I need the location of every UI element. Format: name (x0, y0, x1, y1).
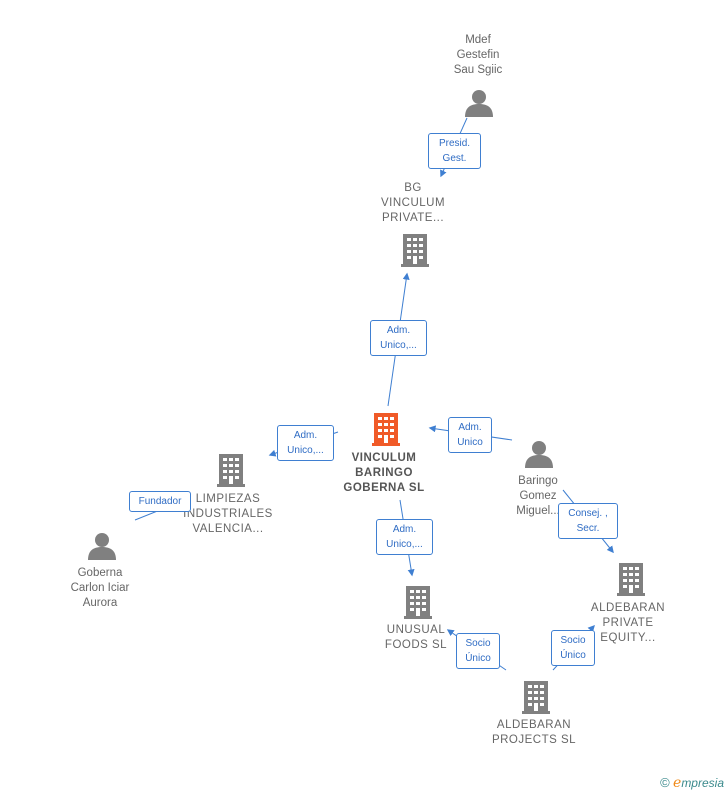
node-label-bg-vinculum[interactable]: BG VINCULUM PRIVATE... (380, 182, 446, 224)
person-icon (525, 441, 553, 468)
edge-label-fundador: Fundador (129, 491, 191, 512)
building-icon (401, 234, 429, 267)
brand-name: mpresia (681, 776, 724, 790)
node-label-mdef[interactable]: Mdef Gestefin Sau Sgiic (453, 34, 503, 76)
node-label-limpiezas[interactable]: LIMPIEZAS INDUSTRIALES VALENCIA... (183, 493, 273, 535)
edge-label-consej-secr: Consej. , Secr. (558, 503, 618, 539)
node-label-aldebaran-private-equity[interactable]: ALDEBARAN PRIVATE EQUITY... (590, 602, 666, 644)
brand-e: e (673, 775, 682, 791)
edge-label-adm-unico: Adm. Unico,... (376, 519, 433, 555)
edge-label-adm-unico: Adm. Unico,... (277, 425, 334, 461)
edge-label-socio-unico: Socio Único (456, 633, 500, 669)
building-icon-focus (372, 413, 400, 446)
node-label-unusual-foods[interactable]: UNUSUAL FOODS SL (384, 624, 448, 651)
building-icon (217, 454, 245, 487)
copyright-icon: © (660, 775, 670, 790)
edge-label-presid-gest: Presid. Gest. (428, 133, 481, 169)
building-icon (522, 681, 550, 714)
edge-label-adm-unico: Adm. Unico (448, 417, 492, 453)
empresia-brand[interactable]: © empresia (660, 775, 724, 791)
person-icon (465, 90, 493, 117)
node-label-vinculum-baringo[interactable]: VINCULUM BARINGO GOBERNA SL (343, 452, 425, 494)
node-label-aldebaran-projects[interactable]: ALDEBARAN PROJECTS SL (491, 719, 577, 746)
person-icon (88, 533, 116, 560)
edge-label-adm-unico: Adm. Unico,... (370, 320, 427, 356)
node-label-baringo[interactable]: Baringo Gomez Miguel... (516, 475, 560, 517)
building-icon (617, 563, 645, 596)
edge-label-socio-unico: Socio Único (551, 630, 595, 666)
node-label-goberna[interactable]: Goberna Carlon Iciar Aurora (70, 567, 130, 609)
building-icon (404, 586, 432, 619)
